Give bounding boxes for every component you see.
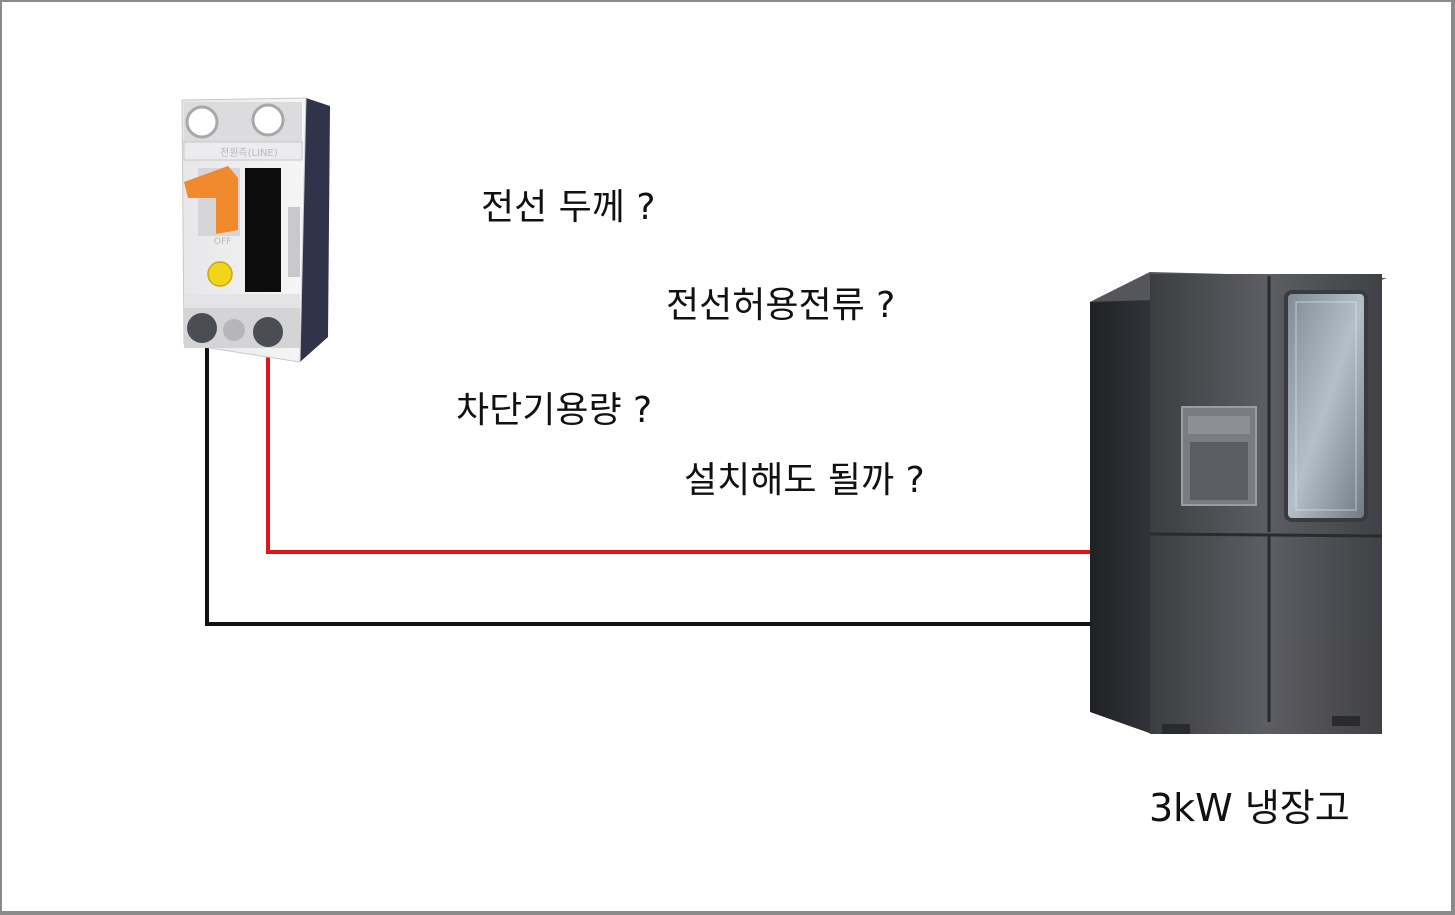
line-label: 전원측(LINE) bbox=[220, 147, 278, 159]
test-button bbox=[207, 261, 233, 287]
fridge-label: 3kW 냉장고 bbox=[1149, 786, 1350, 830]
question-breaker-capacity: 차단기용량 ? bbox=[456, 390, 653, 431]
question-wire-thickness: 전선 두께 ? bbox=[481, 187, 656, 228]
question-allowable-current: 전선허용전류 ? bbox=[666, 285, 896, 326]
circuit-breaker-icon: 전원측(LINE) OFF bbox=[181, 97, 330, 363]
neutral-wire bbox=[205, 332, 1090, 626]
fridge-glass-window bbox=[1284, 290, 1368, 522]
refrigerator-icon bbox=[1090, 272, 1387, 734]
off-label: OFF bbox=[214, 237, 231, 247]
question-install-ok: 설치해도 될까 ? bbox=[684, 460, 925, 501]
live-wire bbox=[266, 340, 1090, 554]
breaker-handle bbox=[184, 166, 238, 234]
